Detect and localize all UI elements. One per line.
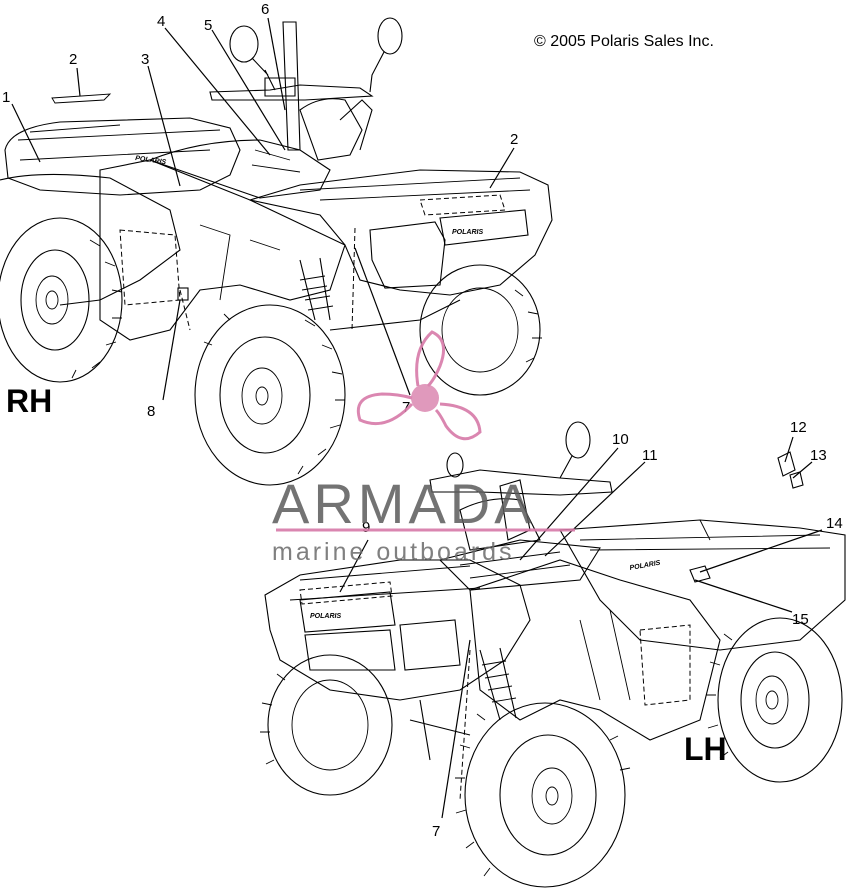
callout-8: 8 bbox=[147, 403, 155, 420]
callout-10: 10 bbox=[612, 431, 629, 448]
watermark-title: ARMADA bbox=[272, 472, 536, 535]
rh-grille-brand: POLARIS bbox=[452, 229, 483, 236]
callout-4: 4 bbox=[157, 13, 165, 30]
view-label-lh: LH bbox=[684, 731, 727, 767]
watermark-subtitle: marine outboards bbox=[272, 538, 515, 566]
callout-15: 15 bbox=[792, 611, 809, 628]
lh-front-wheel-far bbox=[260, 654, 393, 796]
view-label-rh: RH bbox=[6, 383, 52, 419]
callout-1: 1 bbox=[2, 89, 10, 106]
callout-12: 12 bbox=[790, 419, 807, 436]
callout-2-upper: 2 bbox=[69, 51, 77, 68]
atv-right-side-view: POLARIS POLARIS bbox=[0, 17, 553, 486]
callout-7-upper: 7 bbox=[402, 399, 410, 416]
callout-7-lower: 7 bbox=[432, 823, 440, 840]
lh-side-brand: POLARIS bbox=[629, 560, 661, 572]
atv-left-side-view: POLARIS POLARIS bbox=[260, 421, 846, 888]
copyright-notice: © 2005 Polaris Sales Inc. bbox=[534, 33, 714, 50]
lh-front-wheel-near bbox=[455, 702, 631, 888]
rh-side-brand: POLARIS bbox=[135, 155, 167, 166]
callout-2-lower: 2 bbox=[510, 131, 518, 148]
callout-5: 5 bbox=[204, 17, 212, 34]
rh-rear-wheel bbox=[0, 217, 123, 383]
rh-front-wheel-right bbox=[419, 264, 542, 396]
callout-11: 11 bbox=[642, 447, 658, 464]
armada-watermark: ARMADA marine outboards bbox=[272, 330, 575, 566]
decal-shapes bbox=[51, 93, 804, 583]
lh-grille-brand: POLARIS bbox=[310, 613, 341, 620]
callout-13: 13 bbox=[810, 447, 827, 464]
callout-6: 6 bbox=[261, 1, 269, 18]
propeller-logo-icon bbox=[356, 330, 482, 441]
rh-front-wheel-left bbox=[194, 304, 346, 486]
callout-numbers: 1 2 3 4 5 6 2 7 8 9 10 11 12 13 14 15 7 bbox=[2, 1, 843, 840]
callout-3: 3 bbox=[141, 51, 149, 68]
lh-rear-wheel bbox=[706, 617, 843, 783]
callout-14: 14 bbox=[826, 515, 843, 532]
callout-9: 9 bbox=[362, 519, 370, 536]
leader-lines bbox=[11, 17, 823, 819]
